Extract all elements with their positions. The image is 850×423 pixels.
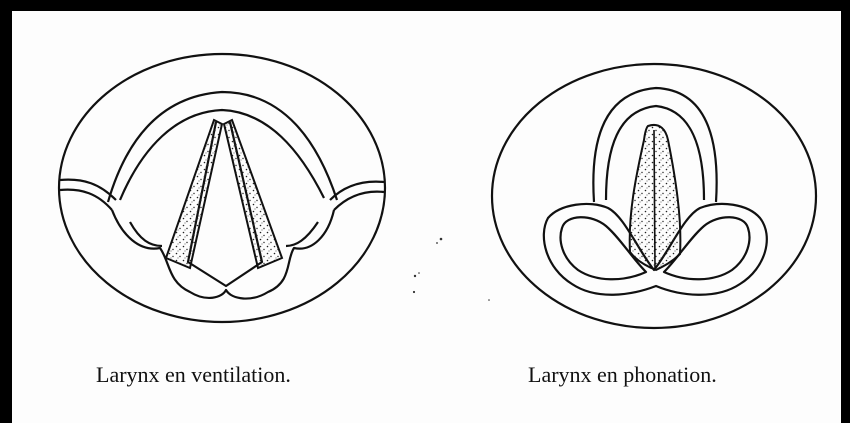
vocal-fold-left-1 (166, 120, 222, 268)
scan-specks (413, 238, 490, 301)
arytenoid-inner-right (286, 222, 318, 246)
epiglottis-left (108, 92, 337, 202)
fold-line-right-b (334, 192, 384, 210)
glottis-midline (654, 130, 655, 268)
fold-line-left-b (60, 190, 112, 210)
caption-ventilation: Larynx en ventilation. (96, 362, 291, 388)
outer-oval-left (59, 54, 385, 322)
caption-phonation: Larynx en phonation. (528, 362, 717, 388)
vocal-fold-left-2 (224, 120, 282, 268)
larynx-ventilation-illustration (59, 54, 385, 322)
